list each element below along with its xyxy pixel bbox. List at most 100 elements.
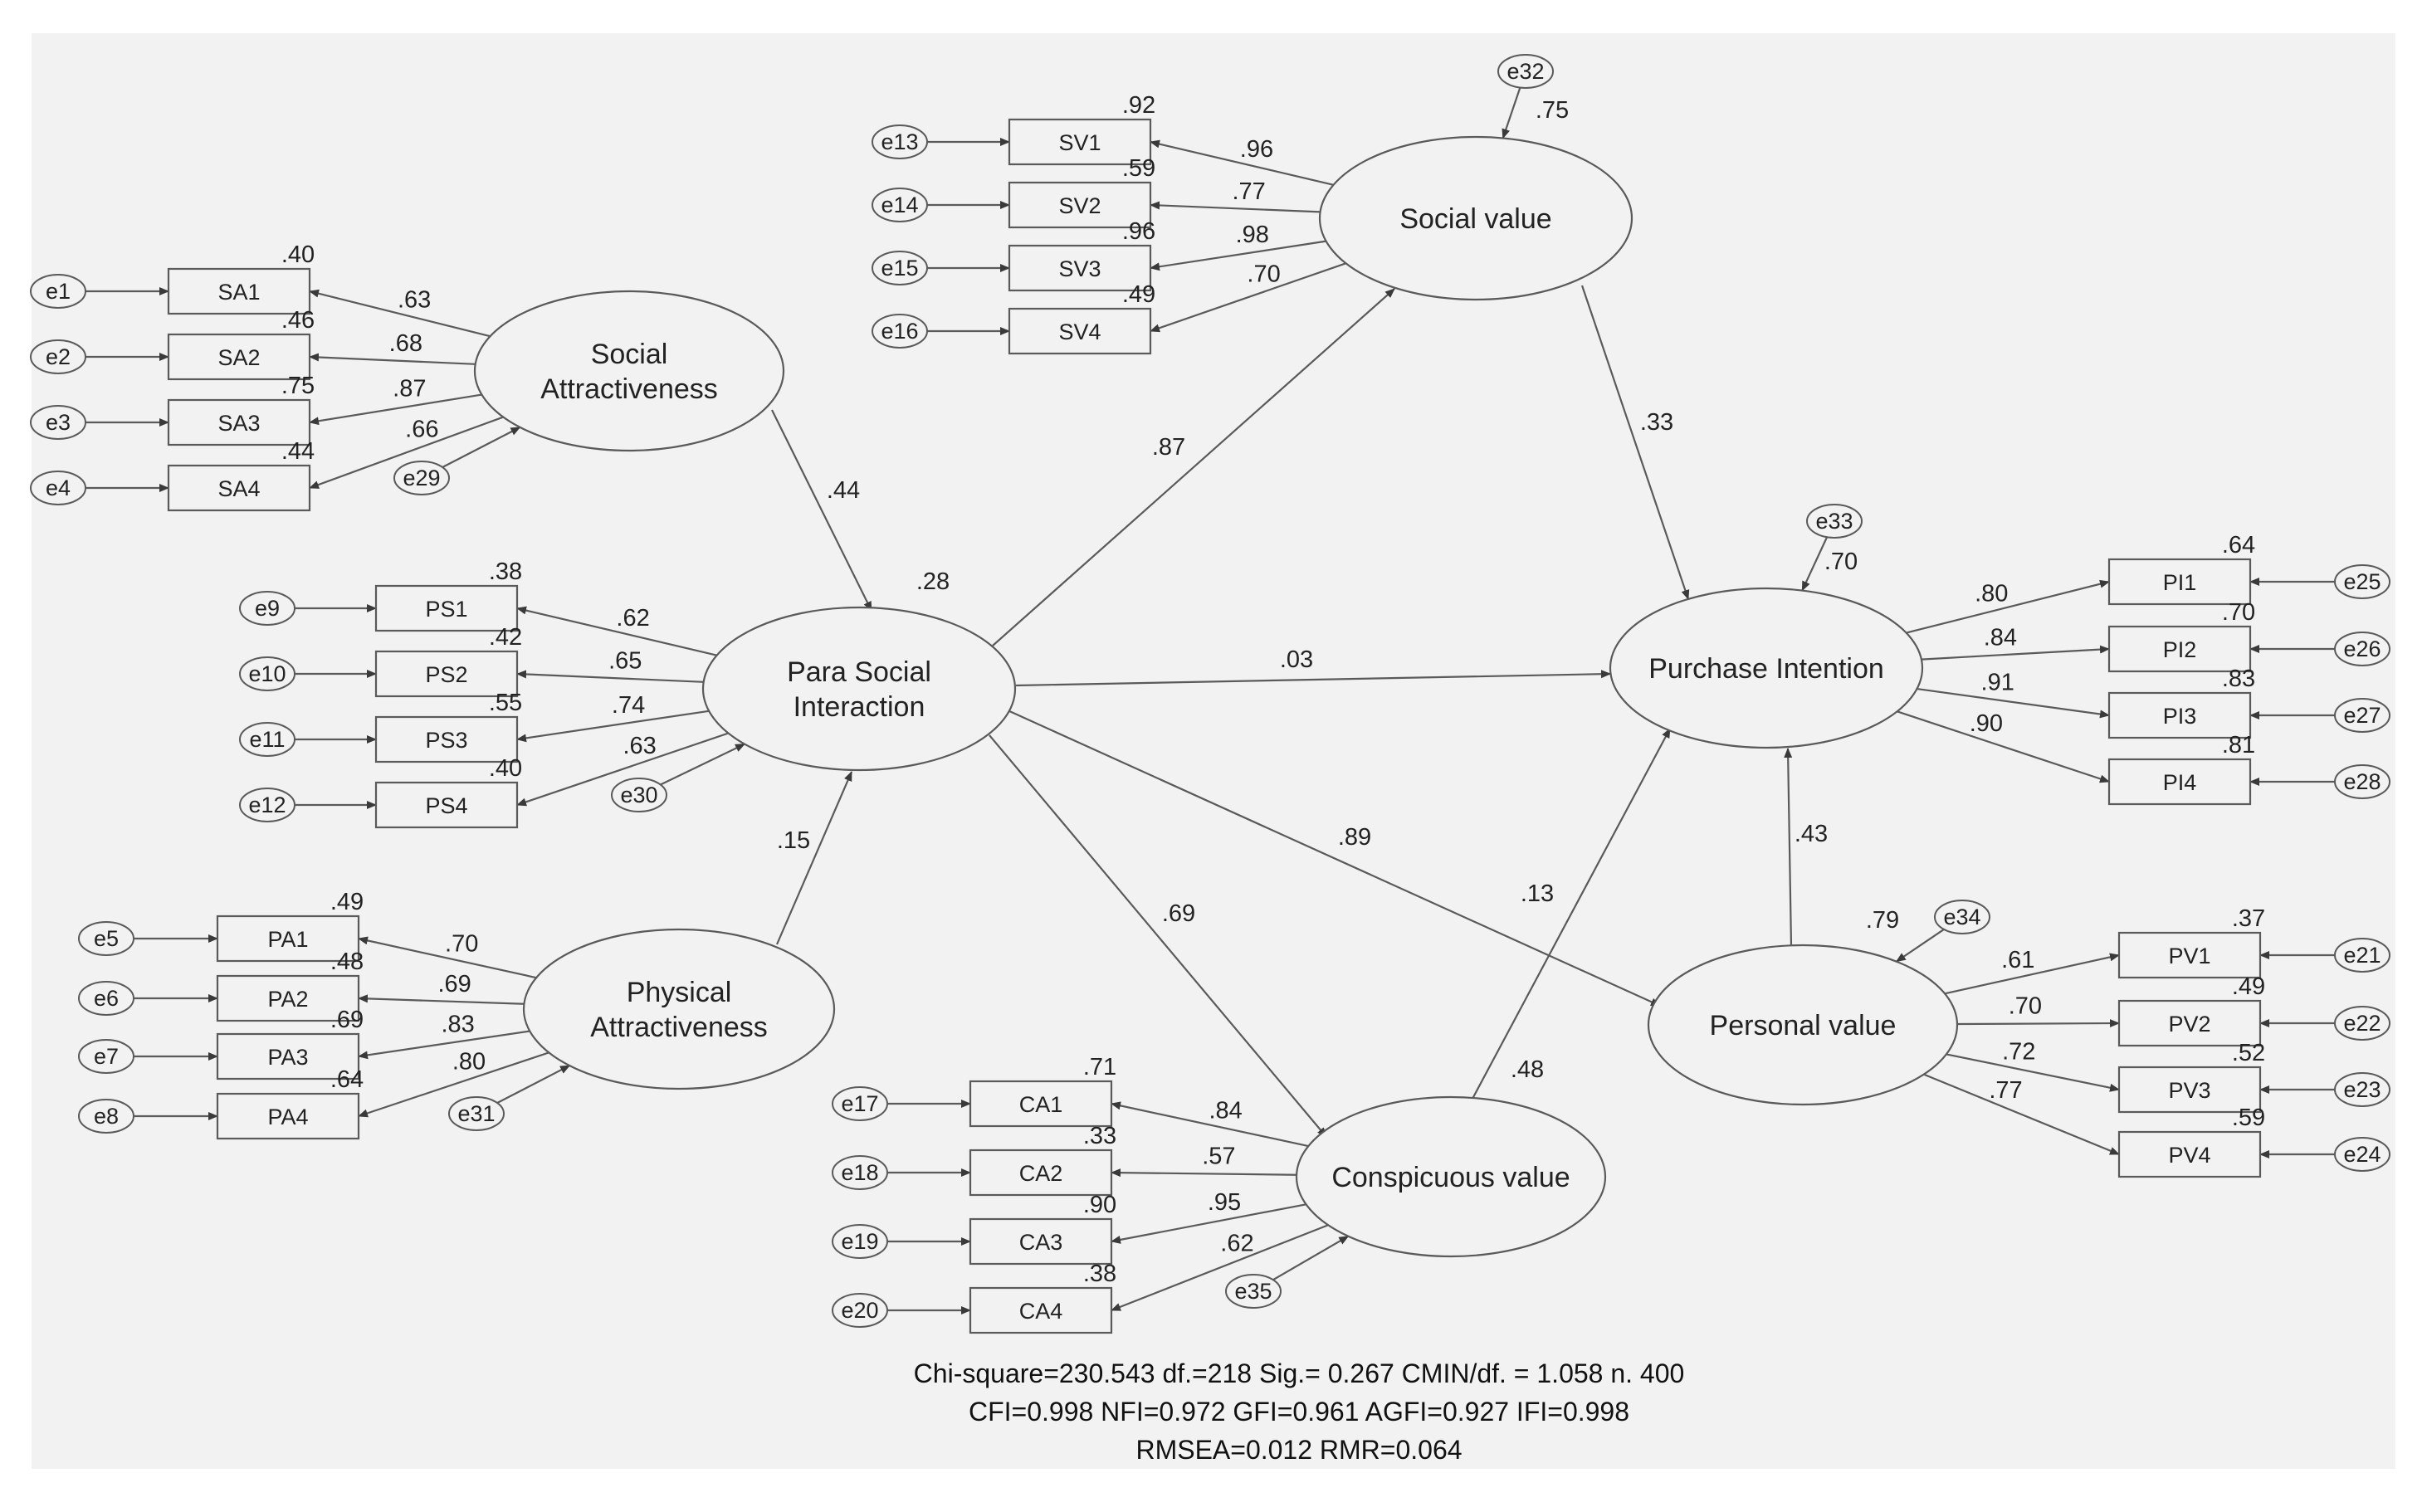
loading-arrow bbox=[516, 606, 717, 656]
loading-arrow bbox=[309, 353, 476, 365]
error-term-ellipse bbox=[239, 591, 295, 626]
loading-label: .90 bbox=[1970, 710, 2003, 737]
error-term-label: e29 bbox=[403, 466, 440, 490]
indicator-r2-label: .70 bbox=[2222, 599, 2255, 626]
loading-label: .74 bbox=[612, 692, 645, 719]
indicator-box-sv2 bbox=[1008, 181, 1152, 229]
loading-arrow bbox=[1917, 687, 2110, 719]
loading-arrow bbox=[309, 416, 504, 490]
disturbance-arrow bbox=[496, 1065, 571, 1105]
error-term-ellipse bbox=[1806, 504, 1863, 539]
structural-path-pv_l-to-pi_l bbox=[1784, 748, 1793, 947]
fit-statistics-line: Chi-square=230.543 df.=218 Sig.= 0.267 C… bbox=[914, 1358, 1685, 1388]
error-term-ellipse bbox=[30, 405, 86, 440]
error-term-label: e28 bbox=[2343, 769, 2381, 794]
latent-r2-label: .75 bbox=[1536, 97, 1569, 124]
structural-path-psi-to-pi_l bbox=[1015, 670, 1611, 687]
loading-arrow bbox=[1906, 579, 2110, 634]
indicator-label: PI4 bbox=[2163, 770, 2197, 795]
error-term-ellipse bbox=[30, 274, 86, 309]
error-term-ellipse bbox=[30, 471, 86, 505]
indicator-label: SA1 bbox=[217, 280, 260, 305]
path-coefficient-label: .33 bbox=[1640, 409, 1673, 436]
error-term-ellipse bbox=[78, 981, 134, 1016]
error-term-ellipse bbox=[832, 1293, 888, 1328]
path-coefficient-label: .43 bbox=[1795, 821, 1828, 847]
loading-label: .68 bbox=[389, 330, 422, 357]
error-term-ellipse bbox=[2334, 938, 2390, 973]
loading-arrow bbox=[1111, 1101, 1309, 1148]
error-term-label: e26 bbox=[2343, 637, 2381, 661]
indicator-label: PA1 bbox=[267, 927, 308, 952]
indicator-label: SV2 bbox=[1058, 193, 1101, 218]
nodes-layer bbox=[30, 54, 2390, 1334]
indicator-r2-label: .33 bbox=[1083, 1123, 1116, 1149]
indicator-label: SV3 bbox=[1058, 256, 1101, 281]
loading-label: .98 bbox=[1236, 222, 1269, 248]
error-term-label: e12 bbox=[248, 793, 286, 817]
latent-label: Purchase Intention bbox=[1648, 653, 1884, 685]
indicator-box-ca3 bbox=[969, 1217, 1113, 1266]
indicator-r2-label: .49 bbox=[2232, 973, 2265, 1000]
disturbance-arrow bbox=[1272, 1235, 1350, 1281]
loading-label: .70 bbox=[1247, 261, 1280, 288]
error-term-label: e17 bbox=[841, 1091, 878, 1116]
error-term-label: e21 bbox=[2343, 943, 2381, 968]
error-term-label: e13 bbox=[881, 129, 918, 154]
indicator-r2-label: .40 bbox=[489, 755, 522, 782]
indicator-r2-label: .81 bbox=[2222, 732, 2255, 758]
error-term-ellipse bbox=[30, 339, 86, 374]
error-term-ellipse bbox=[1934, 900, 1990, 934]
indicator-label: PA3 bbox=[267, 1045, 308, 1070]
error-term-ellipse bbox=[78, 1039, 134, 1074]
indicator-box-sv4 bbox=[1008, 307, 1152, 355]
indicator-r2-label: .38 bbox=[489, 558, 522, 585]
indicator-r2-label: .75 bbox=[281, 373, 315, 399]
error-term-ellipse bbox=[872, 251, 928, 285]
indicator-label: PS4 bbox=[425, 793, 467, 818]
latent-ellipse-pa_l bbox=[522, 928, 836, 1090]
loading-arrow bbox=[1150, 201, 1321, 213]
indicator-label: CA3 bbox=[1019, 1230, 1063, 1255]
error-term-label: e32 bbox=[1506, 59, 1544, 84]
indicator-label: PA2 bbox=[267, 987, 308, 1012]
error-term-ellipse bbox=[2334, 1072, 2390, 1107]
latent-label: Social value bbox=[1399, 203, 1551, 235]
loading-label: .65 bbox=[608, 648, 642, 675]
latent-ellipse-pv_l bbox=[1647, 944, 1959, 1106]
error-term-label: e5 bbox=[94, 926, 119, 951]
disturbance-arrow bbox=[442, 426, 521, 469]
indicator-box-sa4 bbox=[167, 464, 311, 512]
error-term-label: e33 bbox=[1815, 509, 1853, 534]
error-term-ellipse bbox=[239, 656, 295, 691]
indicator-box-ps2 bbox=[374, 650, 519, 698]
path-coefficient-label: .13 bbox=[1521, 880, 1554, 907]
indicator-r2-label: .49 bbox=[330, 889, 364, 915]
indicator-box-pv1 bbox=[2117, 931, 2262, 979]
error-term-ellipse bbox=[872, 188, 928, 222]
indicator-box-pv4 bbox=[2117, 1130, 2262, 1178]
loading-label: .57 bbox=[1202, 1144, 1235, 1170]
structural-path-psi-to-pv_l bbox=[1007, 709, 1661, 1007]
loading-label: .83 bbox=[441, 1011, 474, 1037]
error-term-label: e14 bbox=[881, 193, 918, 217]
loading-arrow bbox=[1921, 645, 2110, 661]
latent-label: Attractiveness bbox=[540, 373, 718, 405]
error-term-ellipse bbox=[78, 1099, 134, 1134]
structural-path-sa_l-to-psi bbox=[771, 409, 872, 612]
error-term-label: e24 bbox=[2343, 1142, 2381, 1167]
latent-r2-label: .28 bbox=[916, 568, 950, 595]
indicator-r2-label: .40 bbox=[281, 241, 315, 268]
latent-ellipse-sa_l bbox=[473, 290, 785, 452]
loading-label: .62 bbox=[616, 605, 649, 632]
error-term-ellipse bbox=[2334, 764, 2390, 799]
indicator-label: CA4 bbox=[1019, 1299, 1063, 1324]
loading-arrow bbox=[358, 1051, 549, 1118]
indicator-box-pi1 bbox=[2107, 558, 2252, 606]
indicator-r2-label: .90 bbox=[1083, 1192, 1116, 1218]
indicator-label: PI1 bbox=[2163, 570, 2197, 595]
loading-label: .77 bbox=[1989, 1077, 2022, 1104]
loading-label: .80 bbox=[452, 1049, 486, 1075]
indicator-r2-label: .83 bbox=[2222, 666, 2255, 692]
error-term-label: e35 bbox=[1234, 1279, 1272, 1304]
